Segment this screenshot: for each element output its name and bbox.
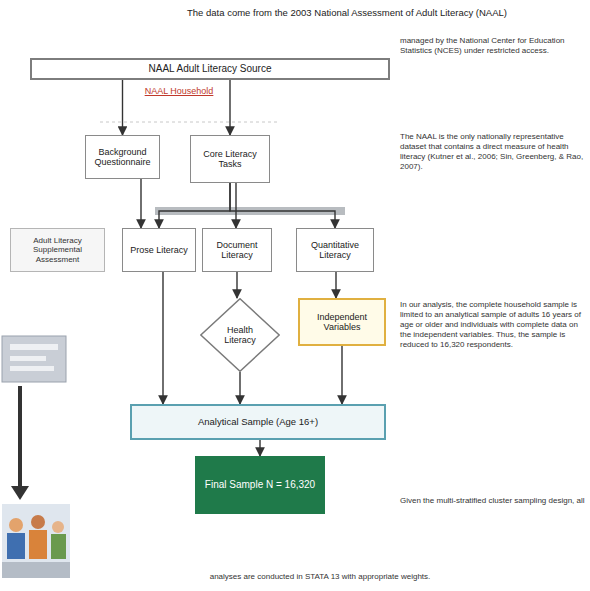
process-box: Adult Literacy Supplemental Assessment (10, 228, 105, 272)
flow-arrow (140, 179, 141, 228)
red-heading: NAAL Household (138, 86, 220, 97)
node-text: Health Literacy (217, 325, 263, 346)
process-box: Core Literacy Tasks (190, 135, 270, 183)
node-text: Adult Literacy Supplemental Assessment (16, 236, 99, 264)
flow-arrow (335, 272, 336, 298)
dashed-rule (100, 122, 280, 123)
flow-arrow (236, 272, 237, 298)
node-text: NAAL Adult Literacy Source (148, 63, 271, 75)
people-picture (7, 533, 25, 559)
flow-arrow (229, 80, 230, 135)
node-text: Final Sample N = 16,320 (205, 479, 315, 491)
node-text: Prose Literacy (130, 245, 188, 255)
note-text: In our analysis, the complete household … (400, 300, 585, 350)
document-picture (10, 344, 58, 350)
note-text: managed by the National Center for Educa… (400, 36, 585, 56)
flow-arrow (122, 80, 123, 135)
variable-box: Independent Variables (298, 298, 386, 346)
process-box: Document Literacy (202, 228, 272, 272)
people-picture (51, 534, 66, 559)
document-picture (10, 356, 46, 361)
flow-arrow (230, 183, 335, 228)
people-picture (31, 515, 45, 529)
people-picture (29, 530, 47, 559)
flow-arrow (239, 372, 240, 404)
process-box: Background Questionnaire (85, 135, 160, 179)
source-box: NAAL Adult Literacy Source (30, 58, 390, 80)
process-box: Quantitative Literacy (296, 228, 374, 272)
process-box: Prose Literacy (122, 228, 196, 272)
node-text: Core Literacy Tasks (196, 149, 264, 170)
flow-arrow (235, 183, 236, 228)
note-text: Given the multi-stratified cluster sampl… (400, 496, 585, 506)
flow-arrow (159, 183, 230, 228)
decision-diamond: Health Literacy (200, 298, 280, 372)
node-text: Quantitative Literacy (302, 240, 368, 261)
people-picture (9, 518, 23, 532)
node-text: Document Literacy (208, 240, 266, 261)
node-text: Independent Variables (305, 312, 379, 333)
flow-arrow (259, 440, 260, 456)
node-text: Analytical Sample (Age 16+) (198, 417, 318, 428)
flow-arrow (162, 272, 163, 404)
people-picture (52, 521, 64, 533)
result-box: Final Sample N = 16,320 (195, 456, 325, 514)
arrow-head (11, 486, 29, 500)
note-text: The NAAL is the only nationally represen… (400, 132, 585, 172)
node-text: Background Questionnaire (91, 147, 154, 168)
people-picture (2, 504, 70, 578)
flow-arrow (341, 346, 342, 404)
document-picture (2, 336, 66, 382)
note-text: analyses are conducted in STATA 13 with … (100, 572, 540, 582)
arrow-line (18, 386, 22, 488)
document-picture (10, 366, 54, 371)
note-text: The data come from the 2003 National Ass… (112, 7, 582, 19)
people-picture (2, 562, 70, 578)
sample-box: Analytical Sample (Age 16+) (130, 404, 386, 440)
